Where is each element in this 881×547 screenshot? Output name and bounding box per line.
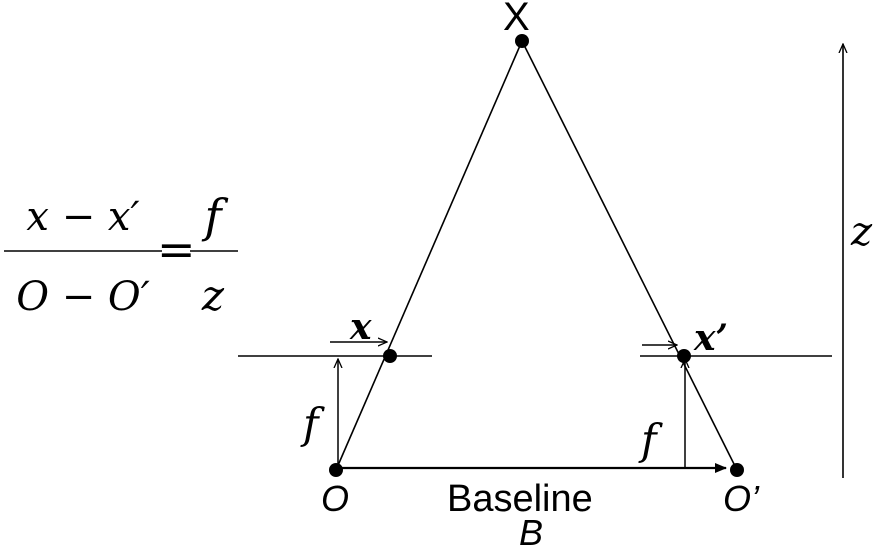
camera-O-dot <box>329 463 343 477</box>
camera-O-label: O <box>321 478 349 519</box>
image-point-x-label: x <box>349 306 372 348</box>
equation-denominator-right: z <box>201 271 225 320</box>
camera-O-prime-label: O’ <box>723 478 760 519</box>
point-X-dot <box>515 34 529 48</box>
right-ray <box>521 40 738 471</box>
depth-label: z <box>850 209 873 255</box>
disparity-equation: x − x′ O − O′ = f z <box>4 189 238 320</box>
equation-equals: = <box>157 222 196 276</box>
camera-O-prime-dot <box>730 463 744 477</box>
equation-denominator-left: O − O′ <box>16 274 150 320</box>
image-point-x-prime-label: x’ <box>693 317 728 359</box>
equation-numerator-right: f <box>201 189 228 243</box>
baseline-label: Baseline <box>447 478 593 520</box>
baseline-symbol-label: B <box>519 512 543 547</box>
focal-length-left-label: f <box>300 399 325 448</box>
equation-numerator-left: x − x′ <box>26 194 139 240</box>
focal-length-right-label: f <box>638 415 663 464</box>
image-point-x-dot <box>383 349 397 363</box>
point-X-label: X <box>503 0 530 39</box>
image-point-x-prime-dot <box>677 349 691 363</box>
left-ray <box>335 40 523 471</box>
